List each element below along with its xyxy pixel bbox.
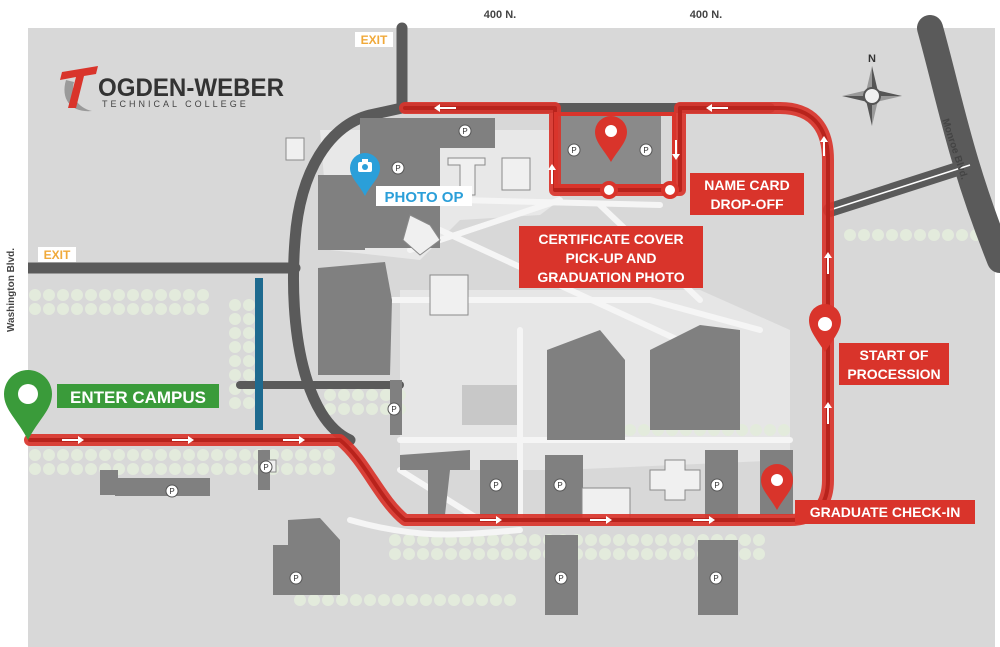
photo-op-pin[interactable] xyxy=(350,153,380,196)
parking-marker: P xyxy=(710,478,724,492)
parking-marker: P xyxy=(387,402,401,416)
procession-callout: START OF PROCESSION xyxy=(839,343,949,385)
arrow-east-3 xyxy=(283,436,305,444)
name-card-line1: NAME CARD xyxy=(704,177,790,193)
certificate-line2: PICK-UP AND xyxy=(565,250,656,266)
buildings xyxy=(100,112,793,615)
procession-pin[interactable] xyxy=(809,304,841,352)
road-stripe-a xyxy=(829,164,971,211)
logo-t-mark xyxy=(60,66,98,108)
parking-markers: PPPPPPPPPPPPPP xyxy=(165,124,724,585)
parking-marker: P xyxy=(709,571,723,585)
checkin-pin[interactable] xyxy=(761,464,793,510)
parking-marker: P xyxy=(553,478,567,492)
parking-marker: P xyxy=(639,143,653,157)
arrow-east-4 xyxy=(480,516,502,524)
name-card-line2: DROP-OFF xyxy=(710,196,784,212)
street-label-400n-2: 400 N. xyxy=(690,9,722,21)
checkin-label: GRADUATE CHECK-IN xyxy=(810,504,961,520)
photo-op-label: PHOTO OP xyxy=(385,189,464,206)
compass-north: N xyxy=(868,53,876,65)
exit-north-bg xyxy=(355,32,393,47)
parking-marker: P xyxy=(259,460,273,474)
enter-campus-pin[interactable] xyxy=(4,370,52,440)
washington-blvd-edge xyxy=(0,0,28,647)
route-stop-2 xyxy=(661,181,679,199)
route-arrows xyxy=(62,104,832,524)
logo-name: OGDEN-WEBER xyxy=(98,74,284,102)
arrow-west-1 xyxy=(706,104,728,112)
arrow-north-2 xyxy=(824,252,832,274)
street-label-400n-1: 400 N. xyxy=(484,9,516,21)
parking-symbol: P xyxy=(493,481,498,490)
certificate-callout: CERTIFICATE COVER PICK-UP AND GRADUATION… xyxy=(519,226,703,288)
name-card-callout: NAME CARD DROP-OFF xyxy=(690,173,804,215)
parking-marker: P xyxy=(554,571,568,585)
route-stop-1 xyxy=(600,181,618,199)
parking-symbol: P xyxy=(558,574,563,583)
procession-line1: START OF xyxy=(860,347,929,363)
certificate-line3: GRADUATION PHOTO xyxy=(537,269,684,285)
arrow-north-1 xyxy=(824,402,832,424)
enter-campus-label: ENTER CAMPUS xyxy=(70,388,206,407)
arrow-east-2 xyxy=(172,436,194,444)
compass-rose: N xyxy=(842,53,902,126)
parking-symbol: P xyxy=(557,481,562,490)
parking-marker: P xyxy=(165,484,179,498)
walkways xyxy=(347,197,793,538)
parking-symbol: P xyxy=(714,481,719,490)
arrow-east-5 xyxy=(590,516,612,524)
procession-line2: PROCESSION xyxy=(847,366,940,382)
parking-marker: P xyxy=(489,478,503,492)
exit-west-bg xyxy=(38,247,76,262)
parking-symbol: P xyxy=(643,146,648,155)
college-logo: OGDEN-WEBER TECHNICAL COLLEGE xyxy=(60,66,284,112)
exit-north-label: EXIT xyxy=(361,33,388,47)
parking-marker: P xyxy=(391,161,405,175)
certificate-line1: CERTIFICATE COVER xyxy=(538,231,683,247)
arrow-up-1 xyxy=(548,164,556,184)
name-card-pin[interactable] xyxy=(595,116,627,162)
parking-marker: P xyxy=(458,124,472,138)
photo-op-callout: PHOTO OP xyxy=(376,186,472,206)
parking-symbol: P xyxy=(462,127,467,136)
arrow-north-3 xyxy=(820,136,828,156)
exit-west-label: EXIT xyxy=(44,248,71,262)
parking-symbol: P xyxy=(169,487,174,496)
parking-symbol: P xyxy=(293,574,298,583)
buildings-light xyxy=(267,137,701,519)
logo-tagline: TECHNICAL COLLEGE xyxy=(102,99,249,109)
arrow-east-6 xyxy=(693,516,715,524)
parking-marker: P xyxy=(289,571,303,585)
parking-marker: P xyxy=(567,143,581,157)
parking-symbol: P xyxy=(571,146,576,155)
checkin-callout: GRADUATE CHECK-IN xyxy=(795,500,975,524)
enter-campus-callout: ENTER CAMPUS xyxy=(57,384,219,408)
parking-symbol: P xyxy=(713,574,718,583)
arrow-down-1 xyxy=(672,140,680,160)
parking-symbol: P xyxy=(395,164,400,173)
street-label-washington: Washington Blvd. xyxy=(6,248,17,332)
arrow-west-2 xyxy=(434,104,456,112)
parking-symbol: P xyxy=(391,405,396,414)
arrow-east-1 xyxy=(62,436,84,444)
parking-symbol: P xyxy=(263,463,268,472)
water-channel xyxy=(255,278,263,430)
